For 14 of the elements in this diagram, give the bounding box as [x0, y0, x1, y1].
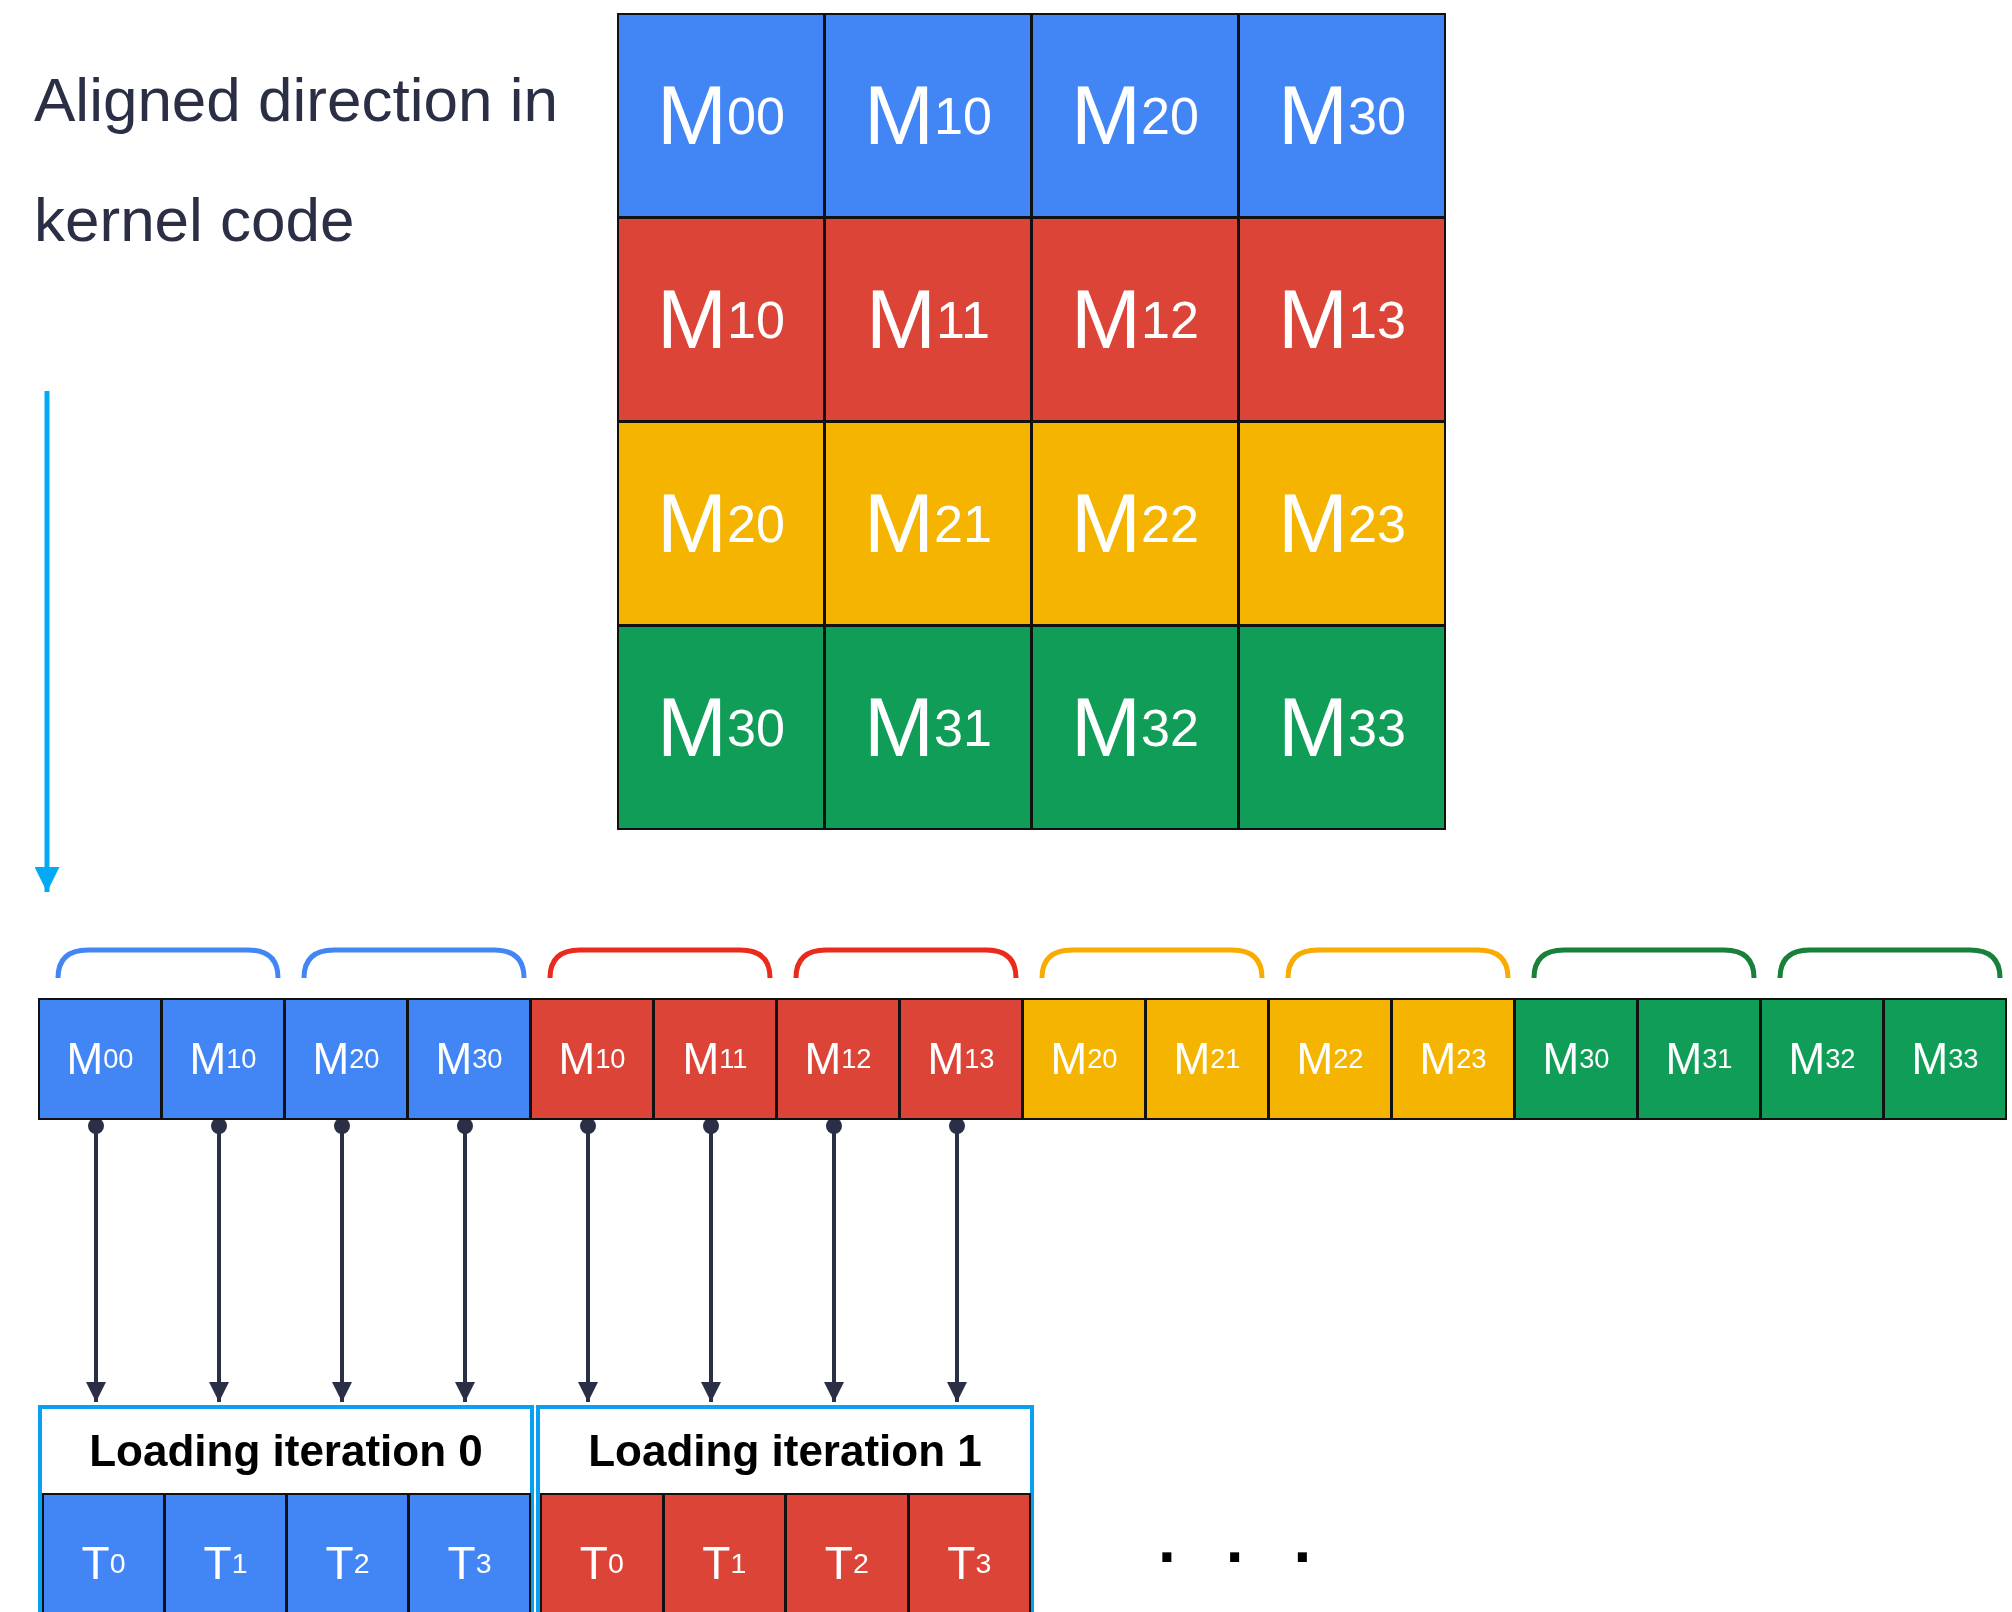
iteration-title: Loading iteration 0 [89, 1426, 483, 1476]
arrow [86, 1118, 106, 1402]
arrow [947, 1118, 967, 1402]
arrow [578, 1118, 598, 1402]
arrow [824, 1118, 844, 1402]
iteration-box [536, 1405, 1034, 1612]
iteration-box [38, 1405, 534, 1612]
arrow [209, 1118, 229, 1402]
direction-label: Aligned direction in kernel code [34, 64, 559, 256]
ellipsis: ... [1158, 1505, 1362, 1575]
arrow [701, 1118, 721, 1402]
iteration-title: Loading iteration 1 [588, 1426, 982, 1476]
arrow [332, 1118, 352, 1402]
arrow [455, 1118, 475, 1402]
